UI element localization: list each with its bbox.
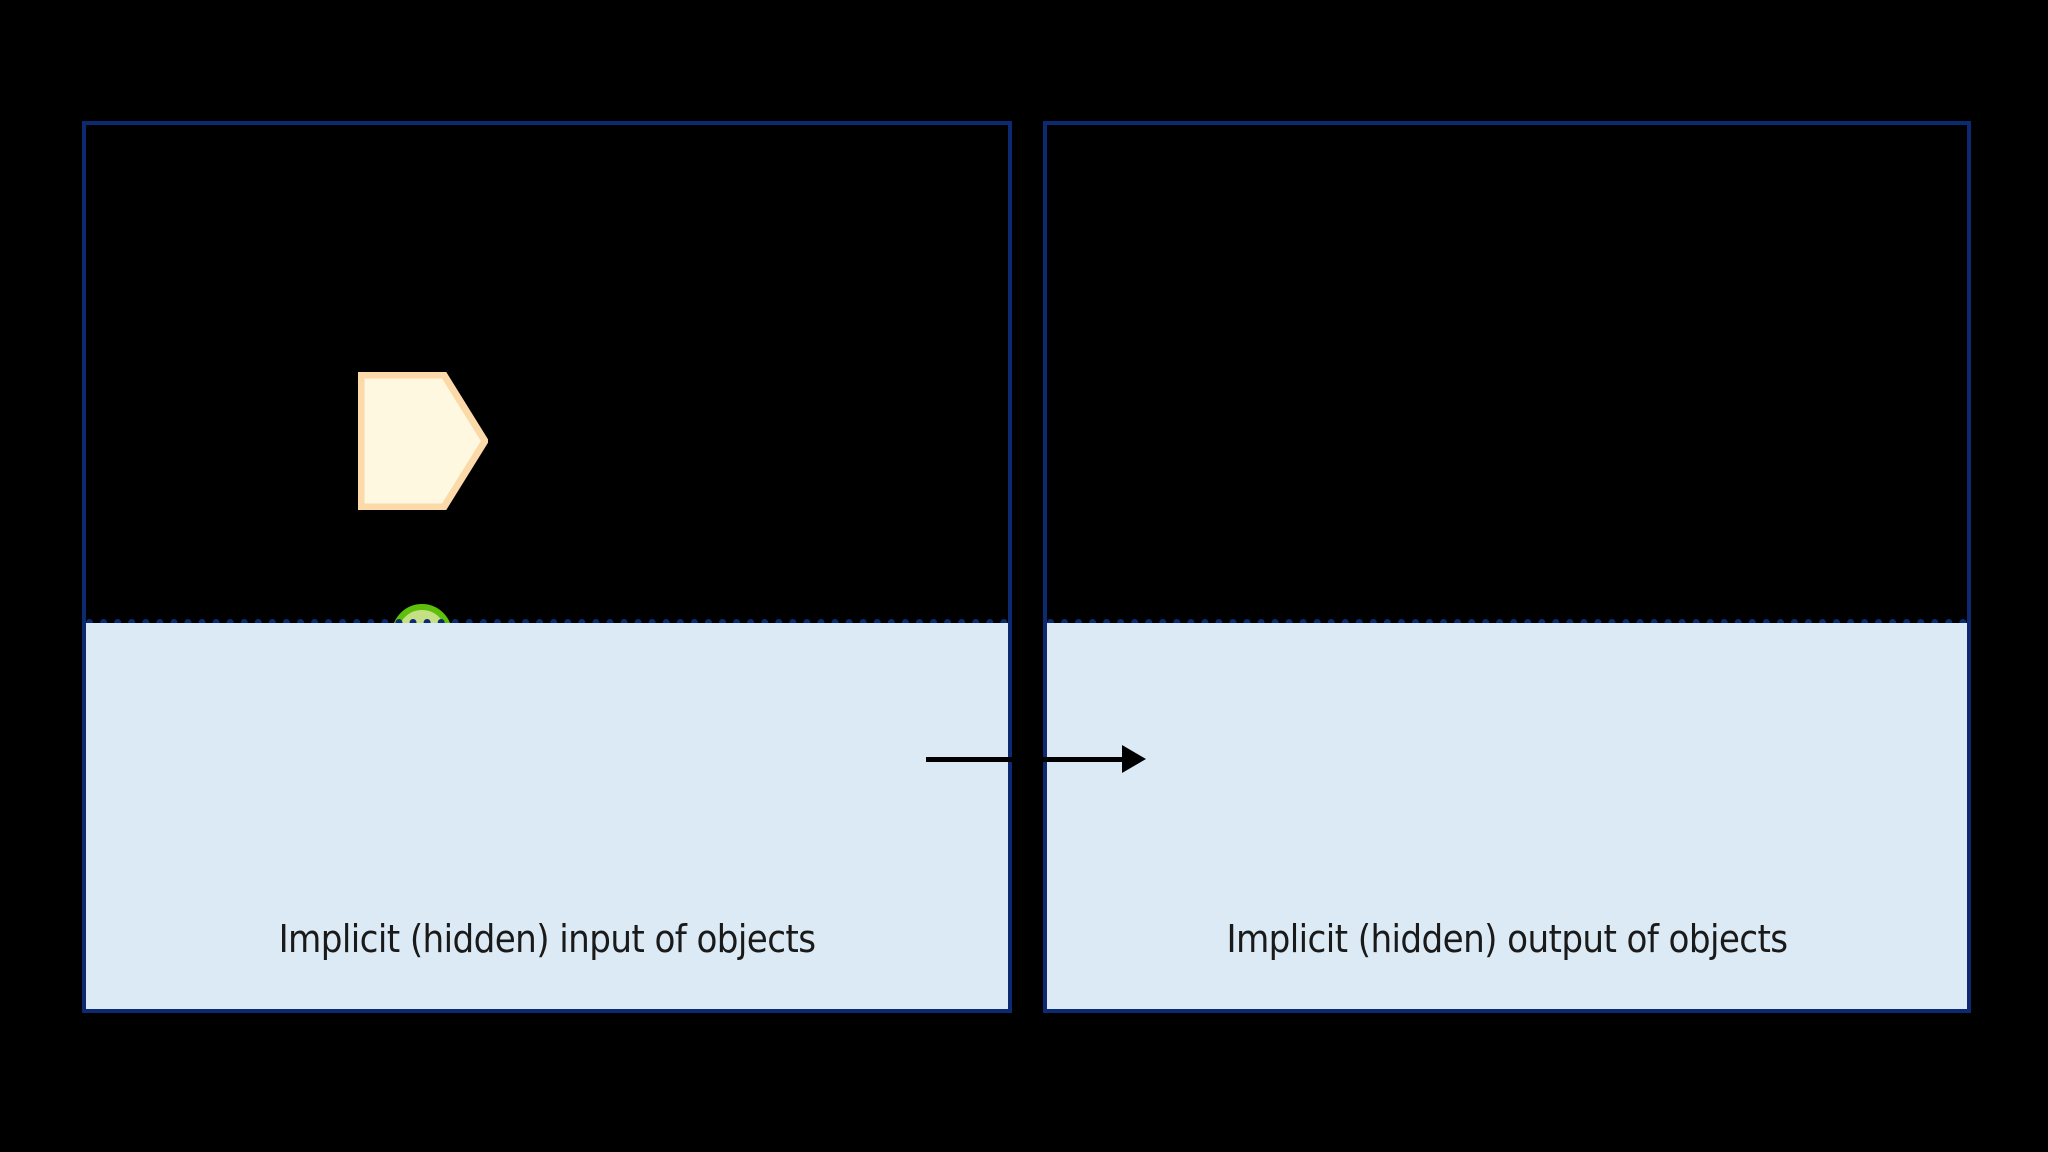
parameter-pentagon-icon <box>358 372 488 510</box>
panel-implicit-output: Microflow activity with output (create, … <box>1043 121 1971 1013</box>
hidden-region-divider <box>86 619 1008 626</box>
caption-implicit-input: Implicit (hidden) input of objects <box>278 917 816 961</box>
hidden-input-region <box>86 125 1008 664</box>
activity-flow-arrowhead-icon <box>1122 745 1146 773</box>
caption-implicit-output: Implicit (hidden) output of objects <box>1226 917 1788 961</box>
hidden-output-region <box>1047 125 1967 623</box>
panel-implicit-input: Microflow activity with input (retrieve,… <box>82 121 1012 1013</box>
visible-input-region: Microflow activity with input (retrieve,… <box>86 623 1008 1009</box>
visible-output-region: Microflow activity with output (create, … <box>1047 623 1967 1009</box>
hidden-region-divider <box>1047 619 1967 626</box>
activity-flow-horizontal-segment <box>926 757 1141 762</box>
